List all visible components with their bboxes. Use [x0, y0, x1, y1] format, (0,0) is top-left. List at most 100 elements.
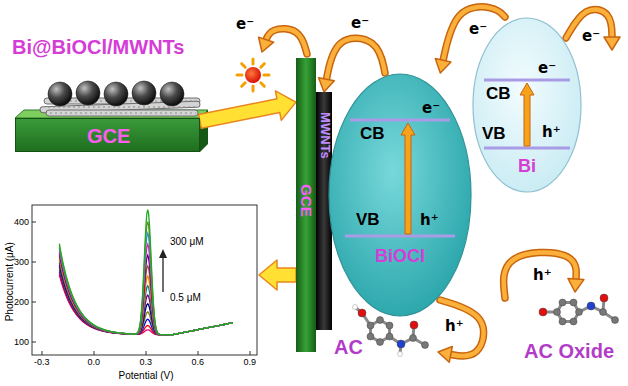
particle-outline [328, 73, 472, 317]
current-curve [59, 210, 232, 335]
voltammetry-curves [59, 210, 232, 335]
trend-arrow-shaft [162, 257, 163, 292]
band-label: CB [360, 124, 385, 144]
hole-label: h⁺ [445, 318, 464, 335]
figure-part [237, 59, 269, 91]
figure-part [539, 294, 619, 325]
arrow-body [440, 300, 484, 356]
band-edge [345, 235, 455, 238]
carbon-atom [367, 322, 374, 329]
molecule-label: AC Oxide [524, 340, 614, 363]
electrode-label: GCE [87, 125, 130, 148]
signal-arrow [259, 260, 296, 290]
oxygen-atom [539, 308, 547, 316]
carbon-atom [377, 339, 384, 346]
sun-ray [242, 64, 246, 67]
carbon-atom [600, 309, 607, 316]
chart-axes [32, 205, 257, 355]
sun-ray [252, 59, 255, 64]
sphere [48, 82, 72, 106]
hole-label: h⁺ [533, 267, 552, 284]
carbon-atom [386, 333, 393, 340]
sphere [132, 81, 156, 105]
axis-title: Potential (V) [119, 370, 174, 382]
carbon-atom [570, 318, 577, 325]
electron-arrow [259, 29, 307, 54]
sun-ray [264, 74, 269, 77]
hydrogen-atom [353, 305, 358, 310]
arrow-body [326, 38, 385, 82]
arrow-head [319, 78, 335, 92]
sun-ray [261, 83, 265, 87]
electron-arrow [566, 9, 620, 50]
band-edge [484, 147, 570, 150]
tick-label: 300 [14, 257, 29, 267]
process-arrows [259, 9, 620, 362]
carbon-atom [410, 335, 417, 342]
sphere [160, 82, 184, 106]
carbon-atom [377, 317, 384, 324]
particle-name: BiOCl [375, 246, 425, 267]
band-label: CB [486, 84, 511, 104]
electron-label: e⁻ [538, 60, 556, 77]
hole-label: h⁺ [542, 124, 561, 141]
molecule-label: AC [334, 336, 363, 359]
tick-label: 0.6 [192, 357, 205, 367]
excitation-arrow [520, 83, 534, 146]
carbon-atom [612, 317, 619, 324]
gce-label: GCE [297, 184, 314, 217]
hole-arrow [504, 252, 584, 298]
arrow-head [435, 59, 451, 73]
current-curve [59, 253, 232, 335]
ac-oxide-molecule [539, 294, 619, 325]
particle-ellipse [329, 74, 471, 316]
plot-frame [32, 205, 257, 355]
excitation-arrow [401, 123, 415, 234]
band-label: VB [482, 124, 506, 144]
axis-ticks [32, 222, 250, 355]
tick-label: 200 [14, 297, 29, 307]
sphere [104, 82, 128, 106]
carbon-atom [570, 299, 577, 306]
band-label: VB [356, 210, 380, 230]
carbon-atom [559, 299, 566, 306]
oxygen-atom [410, 321, 418, 329]
block-arrow [199, 91, 296, 128]
block-arrow [259, 260, 296, 290]
sun-ray [237, 74, 242, 77]
tick-label: -0.3 [34, 357, 50, 367]
trend-arrow-head [159, 249, 167, 258]
hydrogen-atom [398, 352, 403, 357]
arrow-head [604, 37, 620, 50]
tick-label: 0.3 [140, 357, 153, 367]
carbon-atom [367, 333, 374, 340]
series-label: 300 μM [170, 236, 204, 248]
particle-ellipse [473, 18, 581, 192]
sun-ray [242, 83, 246, 87]
tick-label: 0.0 [88, 357, 101, 367]
arrow-head [438, 347, 452, 363]
sun-ray [261, 64, 265, 67]
nitrogen-atom [587, 302, 595, 310]
tick-label: 0.9 [244, 357, 257, 367]
electron-label: e⁻ [468, 21, 488, 38]
arrow-outline [504, 252, 577, 298]
material-title: Bi@BiOCl/MWNTs [12, 36, 184, 59]
tick-label: 400 [14, 217, 29, 227]
tick-label: 100 [14, 337, 29, 347]
electrode-faces [15, 110, 208, 152]
electron-label: e⁻ [582, 28, 600, 45]
carbon-atom [576, 309, 583, 316]
current-curve [59, 244, 232, 334]
arrow-outline [326, 38, 385, 82]
arrow-head [259, 37, 274, 52]
sun-ray [252, 86, 255, 91]
sun-disc [245, 67, 261, 83]
carbon-atom [559, 318, 566, 325]
sphere [76, 81, 100, 105]
series-label: 0.5 μM [170, 292, 201, 304]
sun-icon [237, 59, 269, 91]
band-edge [484, 79, 570, 82]
hole-label: h⁺ [420, 212, 439, 229]
